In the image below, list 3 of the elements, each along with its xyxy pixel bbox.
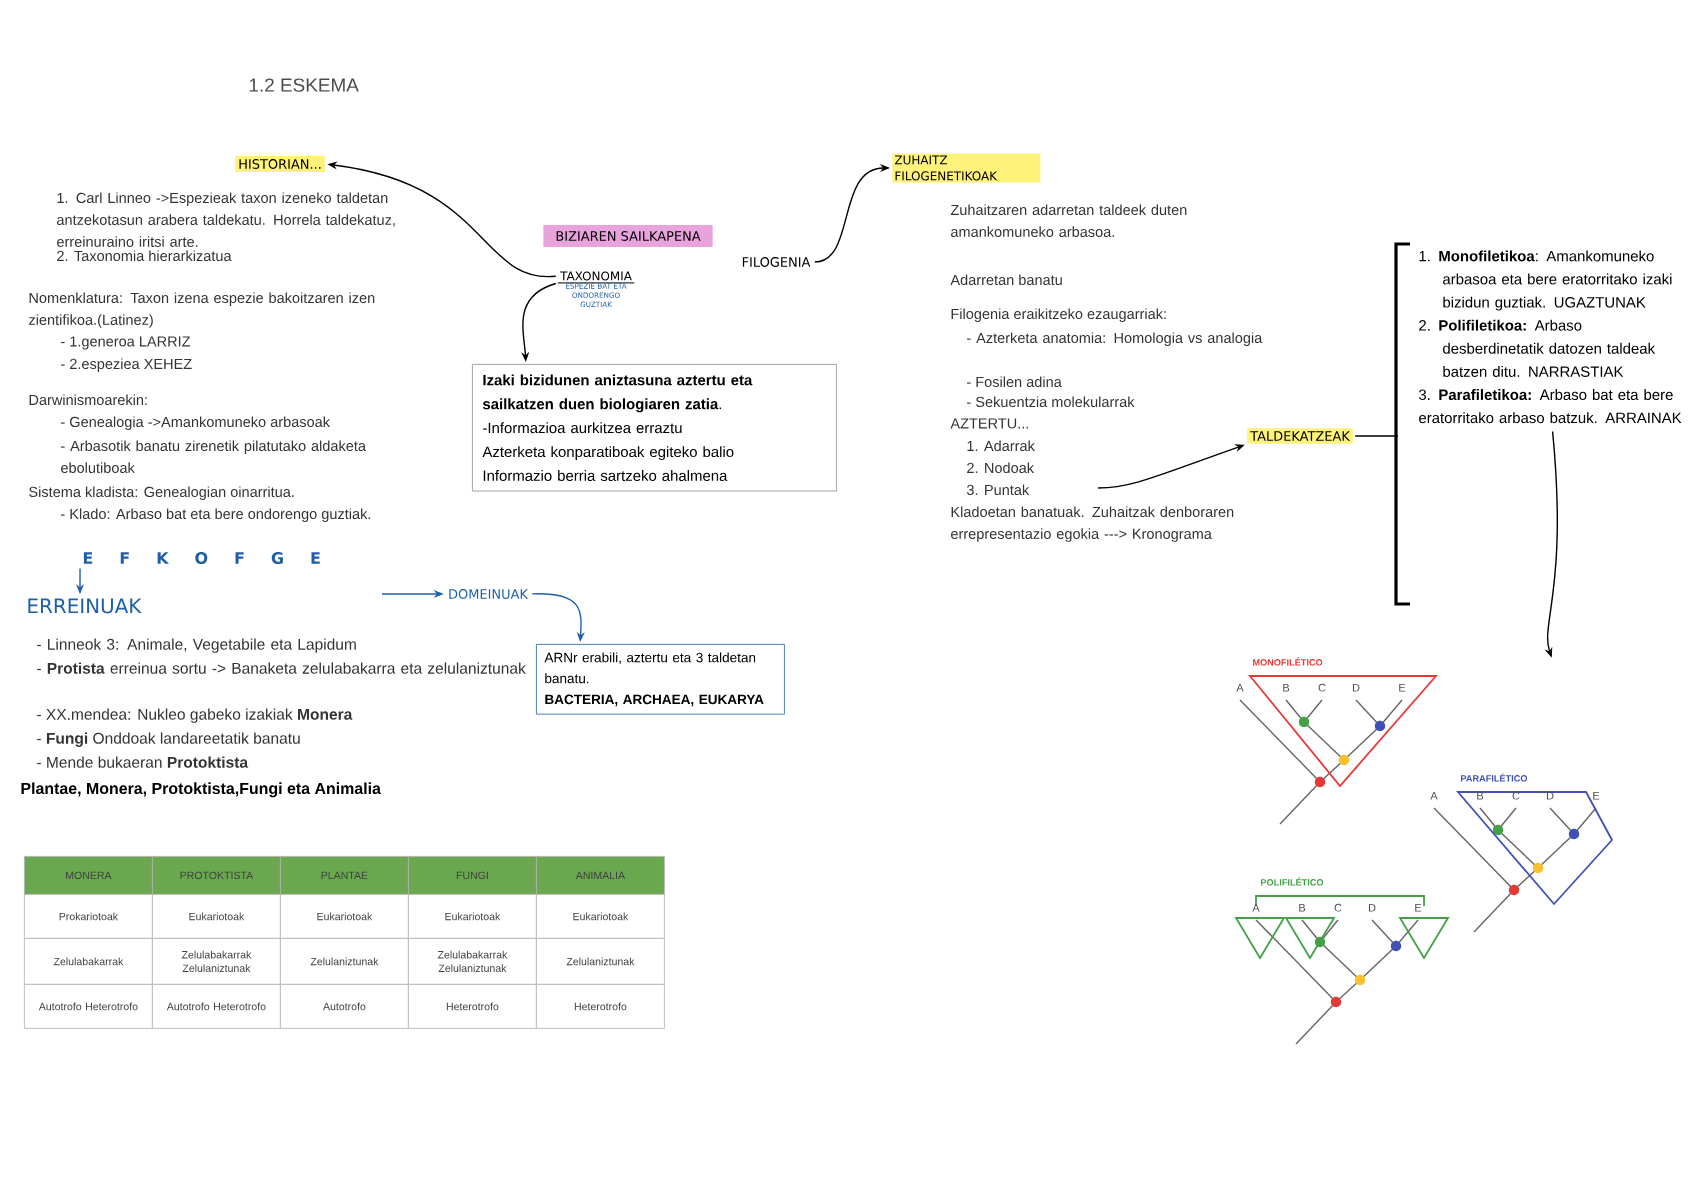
handwritten-heading: ERREINUAK [28, 598, 142, 614]
connector-line [1354, 435, 1399, 437]
title: 1.2 ESKEMA [249, 78, 359, 92]
